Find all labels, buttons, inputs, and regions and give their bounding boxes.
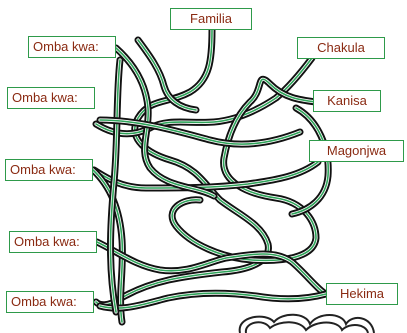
label-familia: Familia (170, 8, 252, 30)
label-omba-kwa-2: Omba kwa: (7, 87, 95, 109)
label-hekima: Hekima (326, 283, 398, 305)
label-kanisa: Kanisa (313, 90, 381, 112)
label-omba-kwa-1: Omba kwa: (28, 36, 116, 58)
bottom-loops-decoration (240, 315, 374, 333)
label-chakula: Chakula (297, 37, 385, 59)
label-magonjwa: Magonjwa (309, 140, 404, 162)
label-omba-kwa-5: Omba kwa: (6, 291, 94, 313)
label-omba-kwa-4: Omba kwa: (9, 231, 97, 253)
label-omba-kwa-3: Omba kwa: (5, 159, 93, 181)
path-magonjwa (94, 162, 318, 188)
path-hekima (100, 293, 326, 308)
